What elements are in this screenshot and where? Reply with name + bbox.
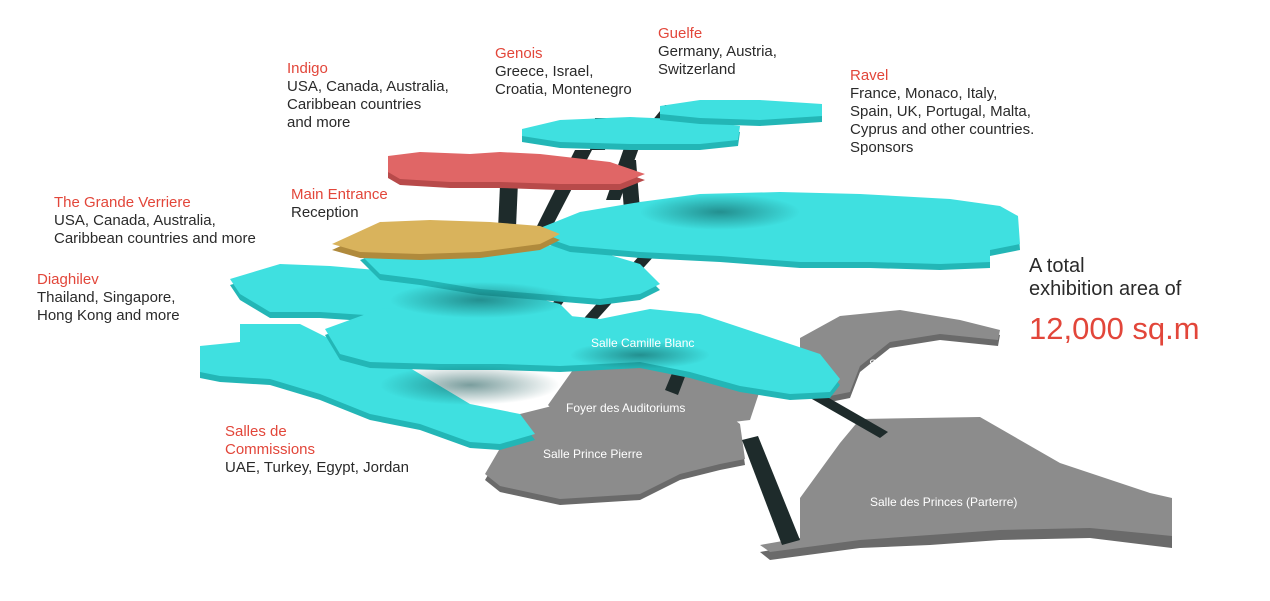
label-line: Germany, Austria, — [658, 43, 777, 60]
pillar-shape — [742, 436, 800, 545]
label-line: France, Monaco, Italy, — [850, 85, 998, 102]
label-line: Spain, UK, Portugal, Malta, — [850, 103, 1031, 120]
total-area-callout: A total exhibition area of 12,000 sq.m — [1029, 255, 1200, 349]
label-title: Indigo — [287, 60, 328, 77]
cyan-shape — [522, 117, 740, 144]
label-title: Main Entrance — [291, 186, 388, 203]
floor-indigo — [388, 152, 645, 190]
cyan-shape — [200, 324, 535, 444]
venue-foyer-des-auditoriums: Foyer des Auditoriums — [566, 401, 686, 415]
label-line: Greece, Israel, — [495, 63, 594, 80]
venue-salle-des-princes-balcon: Salle des Princes (Balcon) — [869, 357, 1010, 371]
label-line: Hong Kong and more — [37, 307, 180, 324]
label-line: Caribbean countries — [287, 96, 422, 113]
label-diaghilev: Diaghilev Thailand, Singapore, Hong Kong… — [37, 271, 180, 325]
label-title: Ravel — [850, 67, 889, 84]
label-line: Switzerland — [658, 61, 736, 78]
label-line: Sponsors — [850, 139, 914, 156]
label-line: Croatia, Montenegro — [495, 81, 632, 98]
label-indigo: Indigo USA, Canada, Australia, Caribbean… — [287, 60, 449, 132]
label-grande-verriere: The Grande Verriere USA, Canada, Austral… — [54, 194, 256, 248]
label-guelfe: Guelfe Germany, Austria, Switzerland — [658, 25, 777, 79]
floor-salle-des-princes-parterre-top — [760, 417, 1172, 552]
label-salles-de-commissions: Salles de Commissions UAE, Turkey, Egypt… — [225, 423, 409, 477]
label-ravel: Ravel France, Monaco, Italy, Spain, UK, … — [850, 67, 1034, 157]
label-title: Guelfe — [658, 25, 703, 42]
label-line: Thailand, Singapore, — [37, 289, 176, 306]
label-title: Genois — [495, 45, 543, 62]
label-title: The Grande Verriere — [54, 194, 191, 211]
label-line: and more — [287, 114, 351, 131]
floor-main-entrance — [332, 220, 560, 260]
label-title: Salles de Commissions — [225, 423, 316, 458]
venue-salle-camille-blanc: Salle Camille Blanc — [591, 336, 695, 350]
total-line-1: A total — [1029, 255, 1085, 277]
venue-salle-des-princes-parterre: Salle des Princes (Parterre) — [870, 495, 1018, 509]
label-line: USA, Canada, Australia, — [54, 212, 216, 229]
label-line: Reception — [291, 204, 359, 221]
label-line: USA, Canada, Australia, — [287, 78, 449, 95]
label-main-entrance: Main Entrance Reception — [291, 186, 388, 222]
floor-salle-des-princes-balcon — [800, 310, 1000, 396]
label-title: Diaghilev — [37, 271, 99, 288]
pillar-shape — [805, 390, 888, 438]
cyan-shape — [660, 100, 822, 120]
red-shape — [388, 152, 645, 184]
label-line: Cyprus and other countries. — [850, 121, 1035, 138]
ground-floor — [485, 310, 1172, 560]
label-line: UAE, Turkey, Egypt, Jordan — [225, 459, 409, 476]
total-line-2: exhibition area of — [1029, 278, 1182, 300]
total-area-value: 12,000 sq.m — [1029, 311, 1200, 346]
label-line: Caribbean countries and more — [54, 230, 256, 247]
label-genois: Genois Greece, Israel, Croatia, Monteneg… — [495, 45, 632, 99]
gold-shape — [332, 220, 560, 254]
venue-salle-prince-pierre: Salle Prince Pierre — [543, 447, 643, 461]
